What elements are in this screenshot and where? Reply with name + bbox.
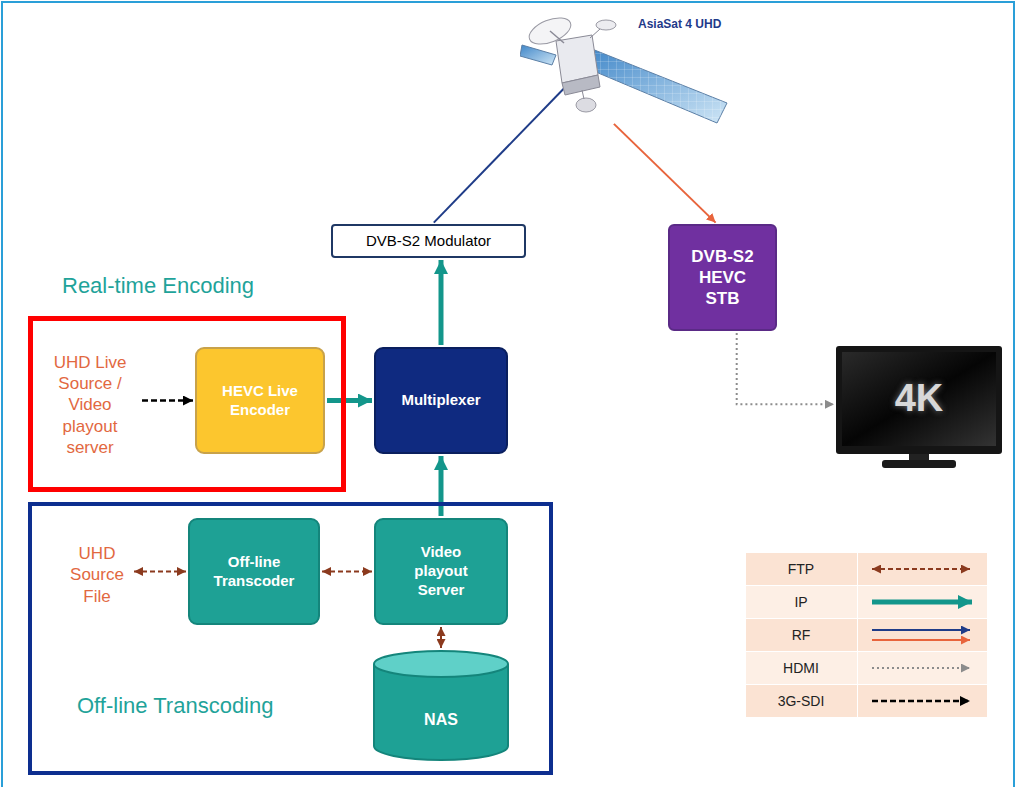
node-text: Multiplexer	[401, 391, 480, 410]
legend-samples	[856, 553, 987, 718]
legend-text: RF	[746, 627, 856, 643]
legend-text: 3G-SDI	[746, 693, 856, 709]
rf-sample-downlink	[872, 639, 970, 641]
ftp-link	[440, 627, 442, 648]
rf-sample-uplink	[872, 629, 970, 631]
offline-region: Off-line Transcoding UHD Source File Off-l…	[28, 502, 553, 775]
transcoder-box: Off-line Transcoder	[188, 518, 320, 625]
node-text: Off-line Transcoder	[202, 553, 306, 591]
node-text: Video playout Server	[396, 543, 486, 599]
hdmi-sample	[872, 667, 970, 669]
ip-link	[327, 398, 372, 403]
hdmi-link	[737, 333, 834, 404]
ip-link	[439, 260, 444, 345]
encoder-box: HEVC Live Encoder	[195, 347, 325, 454]
legend-row: FTP	[746, 553, 987, 586]
nas-storage: NAS	[373, 650, 509, 762]
node-text: Off-line Transcoding	[77, 692, 273, 720]
legend-text: IP	[746, 594, 856, 610]
node-text: DVB-S2 HEVC STB	[684, 246, 761, 310]
node-text: UHD Live Source / Video playout server	[40, 352, 140, 458]
ftp-link	[322, 571, 372, 573]
node-text: 4K	[895, 375, 944, 423]
satellite: AsiaSat 4 UHD	[520, 5, 735, 130]
source-label: UHD Live Source / Video playout server	[40, 340, 140, 470]
node-text: HEVC Live Encoder	[211, 382, 309, 420]
rf-uplink	[434, 75, 577, 222]
source-file-label: UHD Source File	[62, 540, 132, 610]
legend-row: HDMI	[746, 652, 987, 685]
legend-text: FTP	[746, 561, 856, 577]
sdi-sample	[872, 700, 970, 703]
node-text: Real-time Encoding	[62, 272, 254, 300]
legend-row: RF	[746, 619, 987, 652]
ftp-sample	[872, 568, 970, 570]
ip-sample	[872, 600, 972, 605]
node-text: UHD Source File	[62, 543, 132, 607]
ip-link	[439, 456, 444, 516]
realtime-region: Real-time EncodingUHD Live Source / Vide…	[28, 316, 346, 492]
sdi-link	[142, 399, 193, 402]
node-text: NAS	[424, 710, 458, 730]
modulator-box: DVB-S2 Modulator	[331, 224, 526, 258]
legend-sample-cell	[857, 619, 987, 651]
legend-text: HDMI	[746, 660, 856, 676]
nas-cylinder	[373, 650, 509, 762]
set-top-box: DVB-S2 HEVC STB	[668, 224, 777, 331]
television: 4K	[836, 346, 1002, 470]
legend-row: 3G-SDI	[746, 685, 987, 718]
tv-screen: 4K	[836, 346, 1002, 452]
legend-table: FTP IP RF HDMI 3G-SDI	[746, 553, 987, 718]
multiplexer-box: Multiplexer	[374, 347, 508, 454]
playout-server-box: Video playout Server	[374, 518, 508, 625]
rf-downlink	[614, 124, 716, 223]
node-text: DVB-S2 Modulator	[366, 232, 491, 251]
ftp-link	[134, 571, 186, 573]
node-text: AsiaSat 4 UHD	[638, 17, 721, 32]
